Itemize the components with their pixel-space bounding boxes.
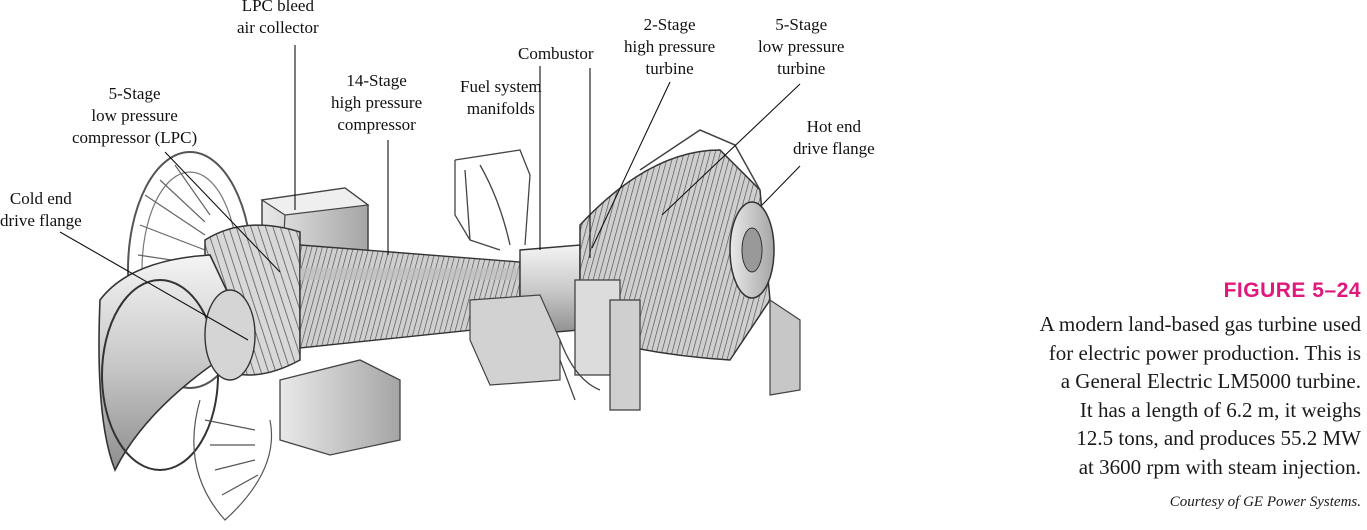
label-hp-compressor: 14-Stage high pressure compressor [331, 71, 423, 134]
photo-credit: Courtesy of GE Power Systems. [1169, 494, 1361, 510]
caption-text: A modern land-based gas turbine used for… [1039, 312, 1361, 479]
label-hot-end-flange: Hot end drive flange [793, 117, 875, 158]
label-hp-turbine: 2-Stage high pressure turbine [624, 15, 716, 78]
label-combustor: Combustor [518, 44, 594, 63]
label-cold-end-flange: Cold end drive flange [0, 189, 82, 230]
label-lpc-bleed: LPC bleed air collector [237, 0, 319, 37]
figure-caption: FIGURE 5–24 A modern land-based gas turb… [921, 278, 1361, 511]
base-frame [279, 294, 801, 456]
bellmouth-inlet [98, 254, 256, 472]
lower-ring [193, 399, 273, 521]
figure-number: FIGURE 5–24 [1223, 279, 1361, 302]
fuel-manifolds [454, 149, 641, 411]
label-lp-compressor: 5-Stage low pressure compressor (LPC) [72, 84, 198, 147]
label-lp-turbine: 5-Stage low pressure turbine [758, 15, 845, 78]
gas-turbine-illustration [59, 45, 801, 521]
leader-lines [59, 45, 801, 341]
label-fuel-manifolds: Fuel system manifolds [460, 77, 542, 118]
